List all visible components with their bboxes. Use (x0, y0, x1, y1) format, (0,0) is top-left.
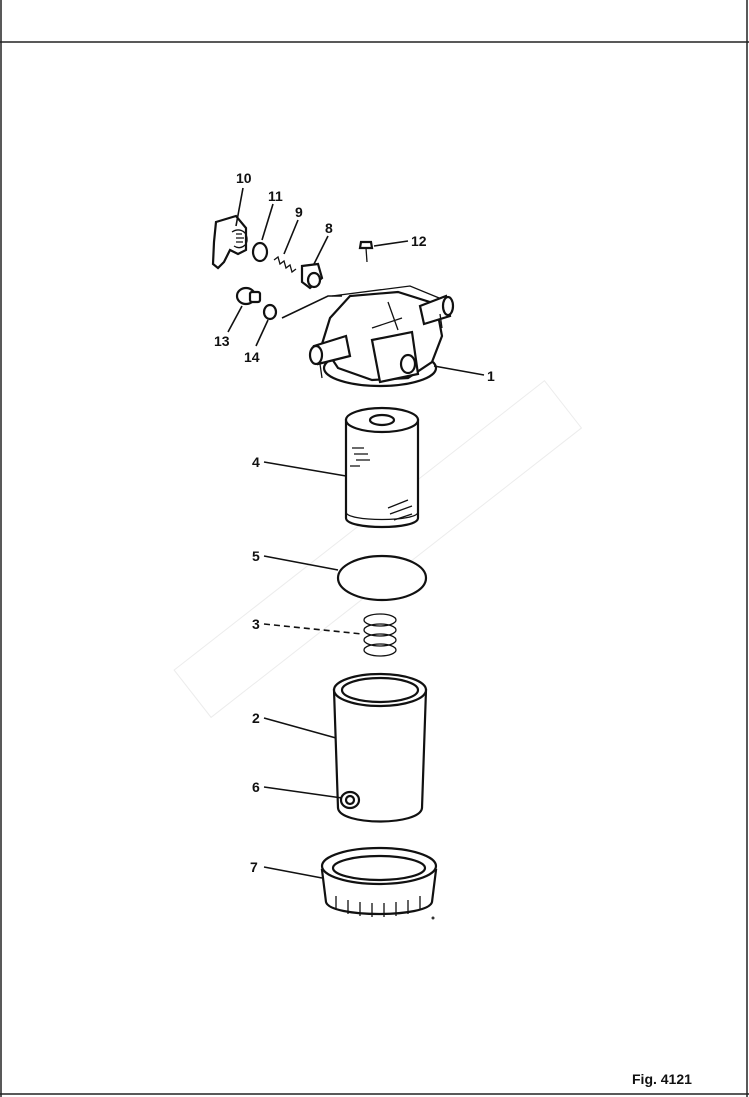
leader-2 (263, 717, 337, 739)
leader-14 (255, 319, 269, 347)
callout-6: 6 (252, 779, 260, 795)
part-4-filter-element (344, 406, 420, 529)
callout-13: 13 (214, 333, 230, 349)
callout-7: 7 (250, 859, 258, 875)
part-10-lever (211, 214, 248, 270)
callout-5: 5 (252, 548, 260, 564)
leader-1 (433, 365, 485, 376)
leader-10 (235, 187, 244, 227)
leader-4 (263, 461, 347, 477)
part-2-bowl (332, 672, 428, 823)
part-9-spring (273, 255, 297, 274)
part-12-screw (358, 240, 374, 263)
part-7-retaining-ring (320, 846, 438, 917)
part-11-o-ring (251, 241, 269, 263)
callout-3: 3 (252, 616, 260, 632)
callout-11: 11 (268, 188, 283, 204)
callout-4: 4 (252, 454, 260, 470)
part-14-washer (262, 303, 278, 321)
part-3-spring (363, 613, 397, 657)
leader-5 (263, 555, 339, 571)
leader-12 (373, 240, 409, 247)
part-6-drain-plug (339, 790, 361, 810)
assembly-guide-line (281, 295, 342, 319)
scan-speck (431, 916, 435, 920)
callout-12: 12 (411, 233, 427, 249)
callout-14: 14 (244, 349, 260, 365)
part-5-o-ring (336, 554, 428, 602)
part-8-sleeve (300, 262, 324, 290)
leader-11 (261, 203, 274, 241)
part-1-filter-head (308, 285, 455, 388)
leader-13 (227, 305, 243, 333)
leader-8 (313, 235, 329, 265)
callout-8: 8 (325, 220, 333, 236)
part-13-plug (235, 286, 262, 306)
leader-6 (263, 786, 343, 799)
leader-9 (283, 219, 299, 255)
leader-7 (263, 866, 323, 879)
callout-1: 1 (487, 368, 495, 384)
figure-label: Fig. 4121 (632, 1071, 692, 1087)
leader-3 (263, 623, 363, 635)
callout-9: 9 (295, 204, 303, 220)
callout-2: 2 (252, 710, 260, 726)
callout-10: 10 (236, 170, 252, 186)
